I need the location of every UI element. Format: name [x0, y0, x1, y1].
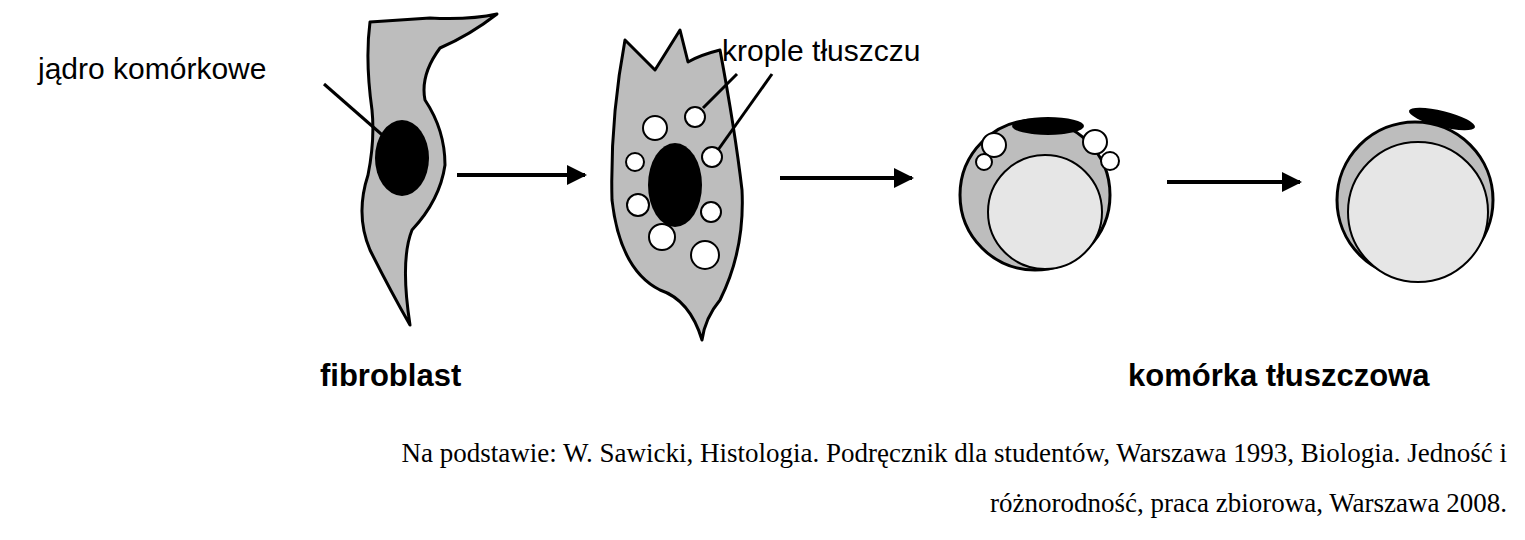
fat-droplets	[626, 107, 722, 269]
process-arrow	[457, 173, 585, 177]
leader-line	[703, 74, 737, 108]
fibroblast-cell	[362, 14, 497, 325]
cell-nucleus	[648, 143, 702, 227]
process-arrow	[1167, 180, 1300, 184]
adipocyte-cell	[960, 120, 1110, 270]
leader-line	[324, 84, 388, 140]
fat-droplet-large	[988, 155, 1102, 269]
cell-nucleus	[375, 120, 429, 196]
cell-nucleus	[1012, 117, 1084, 135]
part-label: jądro komórkowe	[38, 52, 266, 87]
cell-name: komórka tłuszczowa	[1128, 358, 1429, 394]
part-label: krople tłuszczu	[722, 34, 920, 69]
cell-nucleus	[1407, 103, 1477, 135]
fat-droplet-large	[1348, 142, 1488, 282]
process-arrow	[780, 176, 912, 180]
source-caption: Na podstawie: W. Sawicki, Histologia. Po…	[397, 428, 1507, 528]
cell-name: fibroblast	[320, 358, 461, 394]
preadipocyte-cell	[612, 30, 743, 340]
leader-line	[718, 74, 772, 150]
fat-droplets	[976, 130, 1119, 170]
